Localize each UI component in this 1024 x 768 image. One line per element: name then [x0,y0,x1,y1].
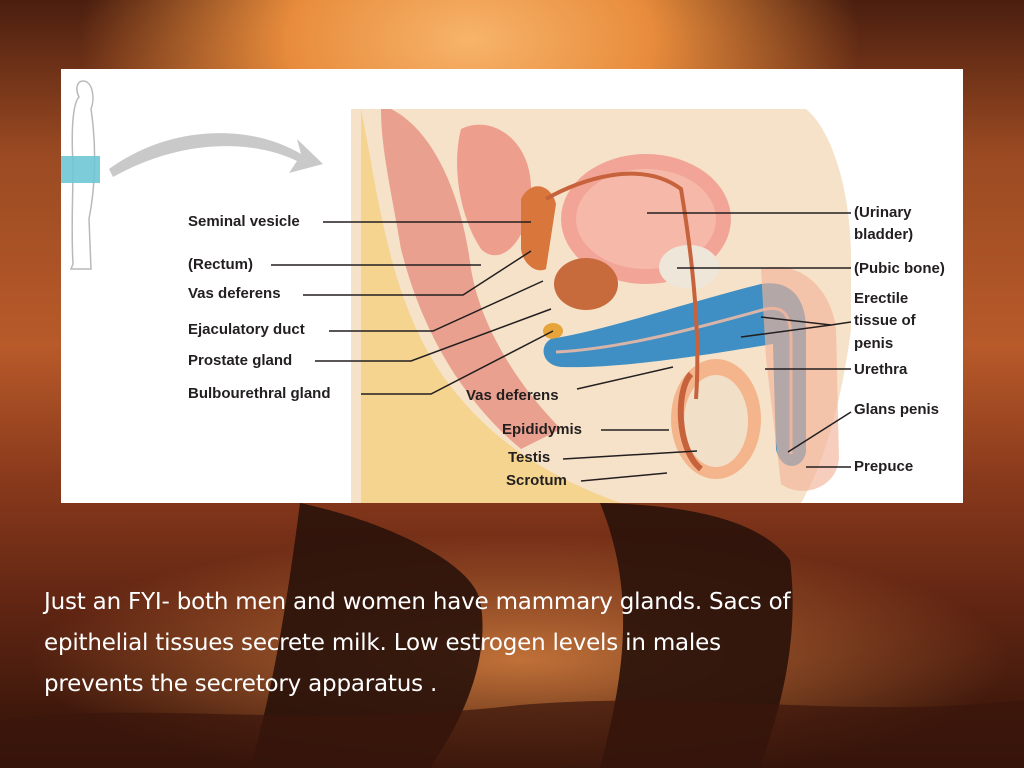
caption-line: prevents the secretory apparatus . [44,671,438,697]
caption-line: epithelial tissues secrete milk. Low est… [44,630,721,656]
label-prostate-gland: Prostate gland [188,352,293,369]
label-erectile-line1: Erectile [854,290,909,307]
anatomy-illustration [351,109,851,503]
label-urethra: Urethra [854,361,908,378]
label-erectile-line3: penis [854,335,894,352]
caption-line: Just an FYI- both men and women have mam… [44,589,791,615]
label-ejaculatory-duct: Ejaculatory duct [188,321,305,338]
label-urinary-bladder-line2: bladder) [854,226,914,243]
label-vas-deferens-center: Vas deferens [466,387,559,404]
label-vas-deferens-left: Vas deferens [188,285,281,302]
diagram-artwork [61,80,852,503]
label-prepuce: Prepuce [854,458,914,475]
label-pubic-bone: (Pubic bone) [854,260,945,277]
body-locator-icon [61,80,100,270]
label-rectum: (Rectum) [188,256,254,273]
label-testis: Testis [508,449,551,466]
label-bulbourethral-gland: Bulbourethral gland [188,385,331,402]
leader-lines [271,212,852,482]
label-seminal-vesicle: Seminal vesicle [188,213,300,230]
label-scrotum: Scrotum [506,472,567,489]
caption-text: Just an FYI- both men and women have mam… [44,582,984,705]
anatomy-diagram: Seminal vesicle (Rectum) Vas deferens Ej… [61,69,963,503]
label-erectile-line2: tissue of [854,312,916,329]
label-epididymis: Epididymis [502,421,583,438]
label-urinary-bladder-line1: (Urinary [854,204,912,221]
pointer-arrow-icon [109,133,323,177]
label-glans-penis: Glans penis [854,401,940,418]
